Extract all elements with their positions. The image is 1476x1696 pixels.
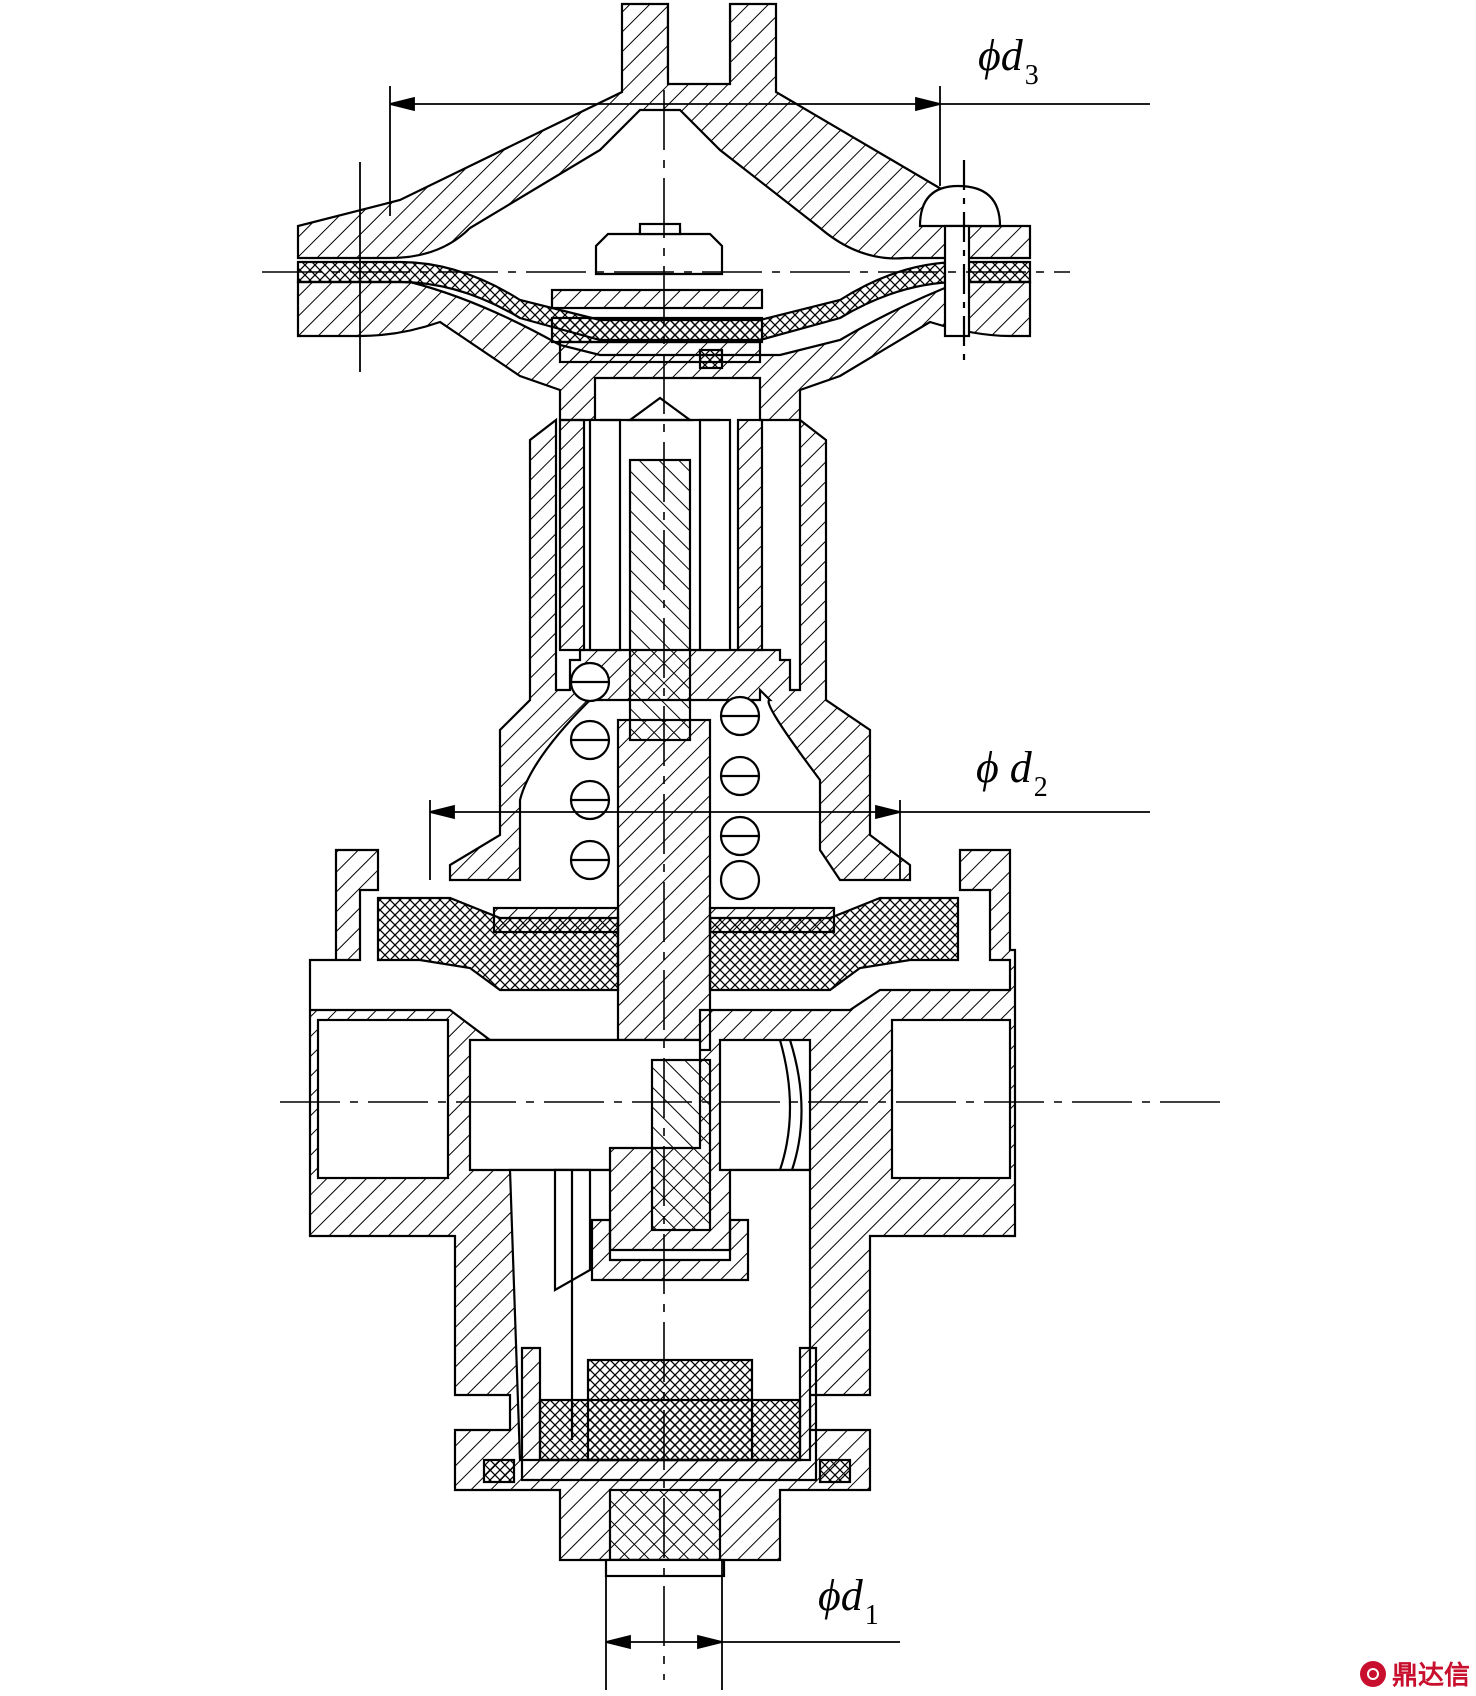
dimension-d1 [605,1560,900,1690]
dimension-label-d1: ϕd1 [818,1571,879,1631]
lower-stem [553,1058,750,1440]
bottom-plug [604,1488,726,1578]
upper-diaphragm [296,260,1032,342]
dimension-label-d2: ϕ d2 [976,743,1048,803]
watermark-logo-icon [1359,1660,1386,1687]
middle-diaphragm [376,896,960,992]
valve-disc [482,1346,852,1484]
dimension-d2 [429,800,1150,880]
pressure-spring [569,661,761,901]
dimension-label-d3: ϕd3 [978,31,1039,91]
centerlines [262,90,1220,1680]
watermark: 鼎达信 [1359,1655,1470,1692]
dimension-d3 [359,86,1150,372]
watermark-text: 鼎达信 [1391,1661,1470,1691]
guide-sleeve [558,396,764,742]
lower-flange [296,280,1032,422]
flange-bolt [918,160,1002,366]
top-nut [550,222,764,370]
